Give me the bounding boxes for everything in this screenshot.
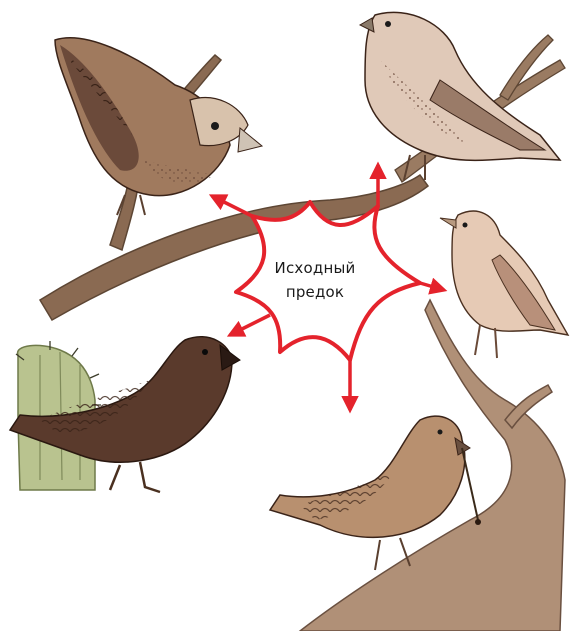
ancestor-label: Исходный предок — [250, 256, 380, 304]
ancestor-label-line1: Исходный — [250, 256, 380, 280]
pale-small-finch-icon — [440, 211, 568, 358]
arrow-to-top-left-finch — [212, 196, 252, 216]
arrow-to-right-finch — [420, 283, 444, 290]
arrow-to-bottom-left-finch — [230, 315, 270, 335]
grey-warbler-finch-icon — [360, 12, 560, 180]
large-beaked-finch-icon — [55, 38, 262, 215]
ancestor-label-line2: предок — [250, 280, 380, 304]
